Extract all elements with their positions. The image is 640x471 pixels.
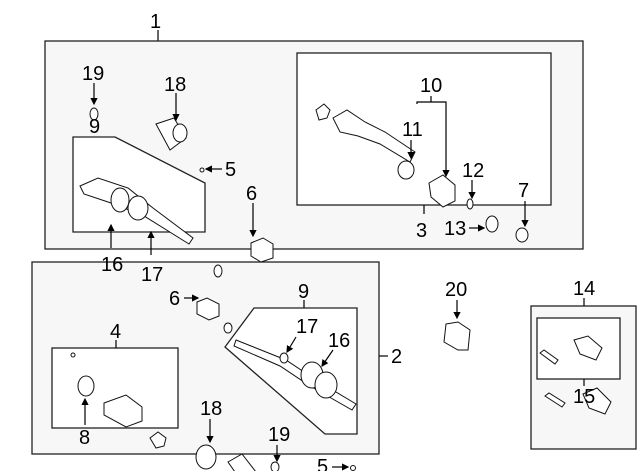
bracket-20-part <box>443 321 471 351</box>
callout-5: 5 <box>225 159 236 181</box>
assembly-2-group <box>31 261 388 455</box>
callout-4: 4 <box>110 321 121 343</box>
callout-labels: 1 3 19 18 9 5 6 16 17 10 11 12 13 7 2 4 … <box>79 11 595 471</box>
callout-12: 12 <box>462 160 484 182</box>
callout-17: 17 <box>141 264 163 286</box>
callout-16: 16 <box>101 254 123 276</box>
clamp-19-part <box>89 107 99 121</box>
callout-19-bottom: 19 <box>268 424 290 446</box>
bearing-6-part <box>250 237 274 263</box>
seal-8-part <box>77 375 95 397</box>
assembly-9-top-box <box>72 136 206 233</box>
callout-9: 9 <box>89 116 100 138</box>
callout-11: 11 <box>402 119 423 141</box>
assembly-14-group <box>530 298 637 450</box>
leader-arrows <box>81 83 529 471</box>
seal-13-part <box>485 215 499 233</box>
snap-ring-12-part <box>466 198 474 210</box>
tripod-bottom-part <box>149 431 167 449</box>
callout-3: 3 <box>416 220 427 242</box>
seal-7-part <box>515 227 529 243</box>
outer-joint-part <box>103 394 143 428</box>
callout-18-bottom: 18 <box>200 398 222 420</box>
callout-7: 7 <box>518 180 529 202</box>
callout-1: 1 <box>150 11 161 33</box>
callout-9-bottom: 9 <box>298 281 309 303</box>
callout-17-bottom: 17 <box>296 316 318 338</box>
clamp-18b-part <box>195 444 217 470</box>
callout-18: 18 <box>164 74 186 96</box>
callout-13: 13 <box>444 218 466 240</box>
clip-11-part <box>397 160 415 180</box>
tripod-part <box>315 103 331 121</box>
callout-6-bottom: 6 <box>169 288 180 310</box>
boot-18b-part <box>227 453 256 471</box>
callout-14: 14 <box>573 278 595 300</box>
callout-19: 19 <box>82 63 104 85</box>
callout-2: 2 <box>391 346 402 368</box>
assembly-1-group <box>44 30 584 250</box>
callout-10: 10 <box>420 75 442 97</box>
part-sketches <box>70 103 612 471</box>
callout-16-bottom: 16 <box>328 330 350 352</box>
callout-6: 6 <box>246 183 257 205</box>
callout-15: 15 <box>573 386 595 408</box>
callout-5-bottom: 5 <box>317 456 328 471</box>
bearing-6b-part <box>196 297 220 321</box>
callout-8: 8 <box>79 427 90 449</box>
callout-20: 20 <box>445 279 467 301</box>
